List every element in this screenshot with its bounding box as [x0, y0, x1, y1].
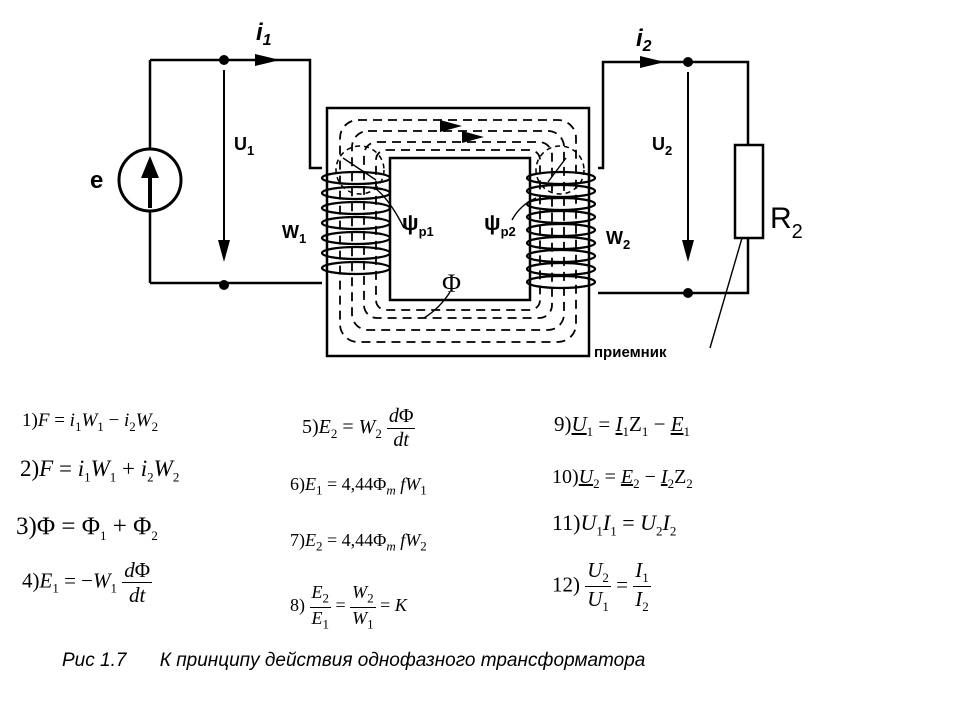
equation-7: 7)E2 = 4,44Φm fW2 — [290, 530, 427, 554]
winding-1-label: W1 — [282, 222, 306, 246]
caption-title: К принципу действия однофазного трансфор… — [159, 650, 646, 671]
leakage-flux-loops — [335, 145, 585, 195]
emf-label: e — [90, 167, 103, 194]
flux-direction-arrows — [440, 120, 484, 143]
leak-flux-2-label: ψp2 — [484, 210, 516, 239]
load-label: R2 — [770, 202, 803, 243]
current-2-label: i2 — [636, 25, 652, 55]
current-1-label: i1 — [256, 19, 272, 49]
equation-10: 10)U2 = E2 − I2Z2 — [552, 466, 693, 491]
current-1-arrow — [255, 54, 280, 66]
voltage-2-arrow — [682, 72, 694, 262]
primary-winding — [320, 170, 392, 276]
equation-1: 1)F = i1W1 − i2W2 — [22, 410, 159, 434]
winding-2-label: W2 — [606, 228, 630, 252]
equation-3: 3)Φ = Φ1 + Φ2 — [16, 513, 158, 543]
voltage-2-label: U2 — [652, 134, 672, 158]
equation-11: 11)U1I1 = U2I2 — [552, 510, 677, 539]
load-resistor-icon — [733, 143, 765, 240]
transformer-core — [325, 106, 591, 358]
equation-9: 9)U1 = I1Z1 − E1 — [554, 412, 691, 440]
terminal-dots — [219, 55, 693, 298]
main-flux-lines — [339, 119, 577, 343]
emf-source-icon — [117, 147, 183, 213]
transformer-circuit-diagram: i1 i2 e U1 U2 W1 W2 ψp1 ψp2 Φ R2 приемни… — [90, 19, 803, 361]
current-2-arrow — [640, 56, 665, 68]
voltage-1-label: U1 — [234, 134, 254, 158]
receiver-pointer — [709, 237, 743, 349]
voltage-1-arrow — [218, 70, 230, 262]
leak-flux-1-label: ψp1 — [402, 210, 434, 239]
main-flux-label: Φ — [442, 269, 461, 298]
figure-caption: Рис 1.7 К принципу действия однофазного … — [62, 650, 645, 672]
receiver-label: приемник — [594, 344, 667, 361]
secondary-circuit-wire — [598, 60, 750, 295]
equation-6: 6)E1 = 4,44Φm fW1 — [290, 474, 427, 498]
equation-2: 2)F = i1W1 + i2W2 — [20, 456, 180, 485]
caption-figure-number: Рис 1.7 — [62, 650, 127, 671]
leakage-flux-pointers — [342, 157, 567, 229]
main-flux-pointer — [423, 291, 451, 319]
secondary-winding — [525, 170, 597, 290]
